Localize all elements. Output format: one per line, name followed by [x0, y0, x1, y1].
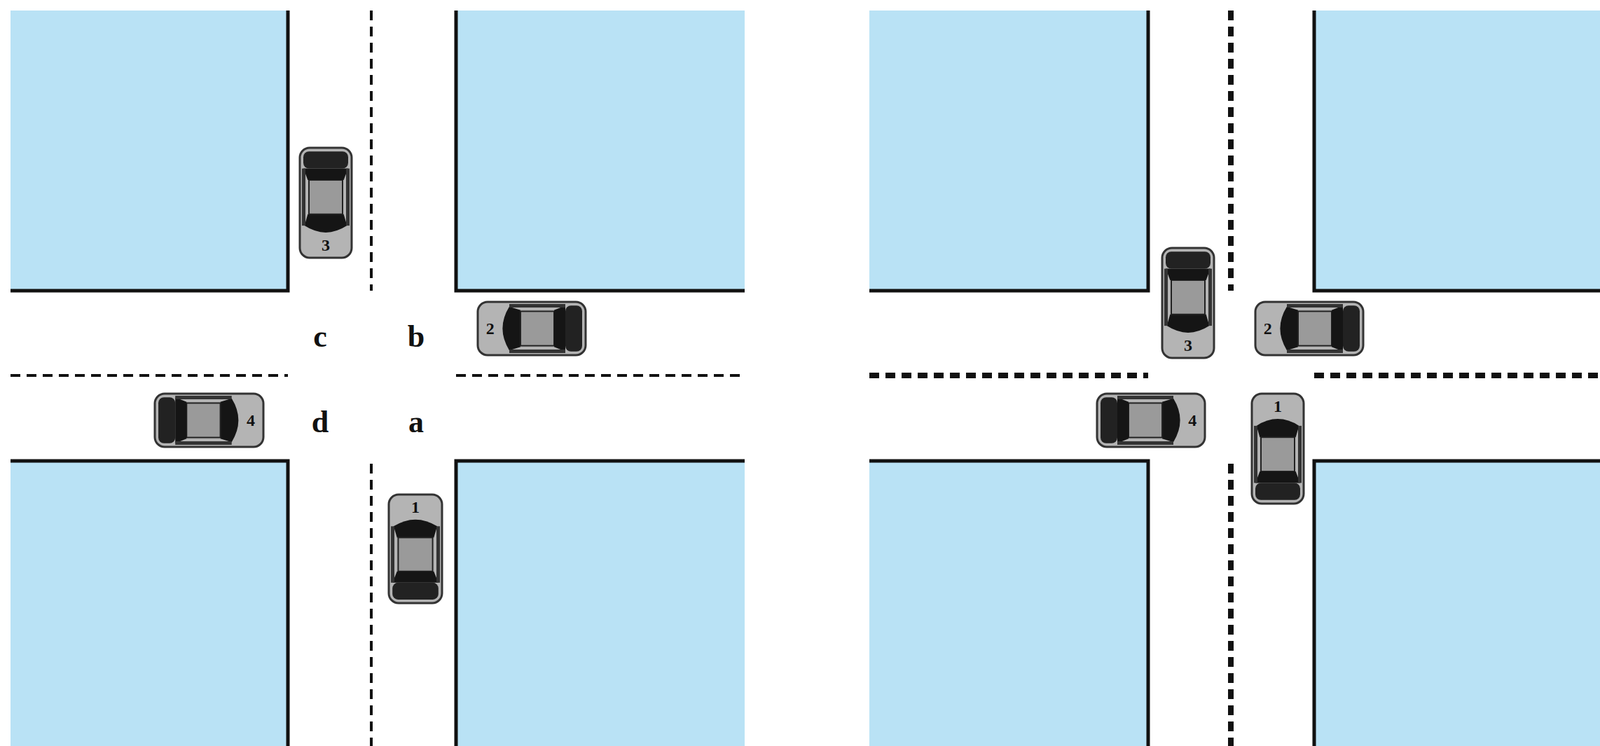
car-number: 4 [246, 411, 255, 429]
quadrant-label: a [408, 407, 424, 438]
car: 1 [1249, 391, 1306, 506]
car-number: 3 [1183, 336, 1193, 354]
car-number: 1 [1273, 397, 1282, 415]
car: 3 [297, 145, 354, 260]
quadrant-label: d [311, 407, 329, 438]
car: 2 [475, 299, 588, 358]
car: 4 [1094, 391, 1208, 450]
car-number: 3 [321, 236, 330, 254]
car: 2 [1253, 299, 1366, 358]
car-number: 4 [1188, 411, 1197, 429]
car-number: 2 [1263, 320, 1273, 337]
car: 1 [386, 492, 445, 606]
car: 3 [1160, 245, 1217, 361]
quadrant-label: b [407, 321, 425, 353]
car-number: 2 [486, 320, 495, 337]
quadrant-label: c [313, 321, 328, 353]
car-number: 1 [411, 498, 420, 516]
car: 4 [152, 391, 266, 450]
